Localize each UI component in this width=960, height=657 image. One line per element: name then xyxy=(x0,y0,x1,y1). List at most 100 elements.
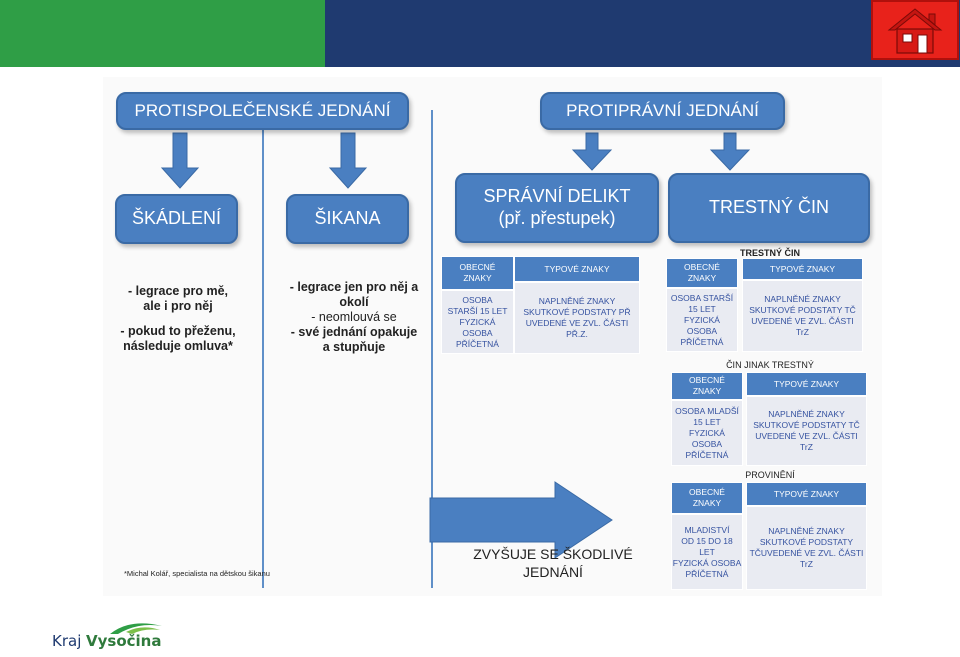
illegal-box: PROTIPRÁVNÍ JEDNÁNÍ xyxy=(540,92,785,130)
cell-text: OSOBA xyxy=(686,325,718,336)
cell-text: TrZ xyxy=(800,442,813,452)
cell-text: FYZICKÁ OSOBA xyxy=(672,557,742,568)
spravni-label-1: SPRÁVNÍ DELIKT xyxy=(483,186,631,207)
divider-line-1 xyxy=(262,130,264,588)
cell-text: FYZICKÁ xyxy=(689,427,725,438)
cell-text: TYPOVÉ ZNAKY xyxy=(773,378,840,389)
cell-text: OBECNÉ xyxy=(689,487,725,497)
header-green-band xyxy=(0,0,325,67)
skodleni-desc-line: následuje omluva* xyxy=(123,339,233,353)
cell-text: PŘ.Z. xyxy=(566,329,588,339)
cell-text: UVEDENÉ VE ZVL. ČÁSTI xyxy=(525,318,629,328)
spravni-label-2: (př. přestupek) xyxy=(498,208,616,228)
harm-text-line: JEDNÁNÍ xyxy=(523,564,583,580)
provineni-typical-body: NAPLNĚNÉ ZNAKY SKUTKOVÉ PODSTATY TČUVEDE… xyxy=(746,506,867,590)
sikana-desc-line: a stupňuje xyxy=(322,340,386,354)
cell-text: UVEDENÉ VE ZVL. ČÁSTI xyxy=(751,316,854,326)
home-icon xyxy=(887,8,943,54)
sikana-description: - legrace jen pro něj a okolí - neomlouv… xyxy=(276,280,432,355)
cell-text: UVEDENÉ VE ZVL. ČÁSTI xyxy=(755,431,858,441)
cell-text: OSOBA xyxy=(691,438,723,449)
cell-text: NAPLNĚNÉ ZNAKY xyxy=(768,409,845,419)
sikana-label: ŠIKANA xyxy=(314,208,381,229)
provineni-general-head: OBECNÉ ZNAKY xyxy=(671,482,743,514)
jinak-general-body: OSOBA MLADŠÍ 15 LET FYZICKÁ OSOBA PŘÍČET… xyxy=(671,400,743,466)
cell-text: MLADISTVÍ xyxy=(684,524,730,535)
jinak-typical-head: TYPOVÉ ZNAKY xyxy=(746,372,867,396)
skodleni-description: - legrace pro mě, ale i pro něj - pokud … xyxy=(108,284,248,354)
provineni-general-body: MLADISTVÍ OD 15 DO 18 LET FYZICKÁ OSOBA … xyxy=(671,514,743,590)
cell-text: ZNAKY xyxy=(687,273,717,283)
cell-text: PŘÍČETNÁ xyxy=(680,336,724,347)
provineni-typical-head: TYPOVÉ ZNAKY xyxy=(746,482,867,506)
cell-text: ZNAKY xyxy=(692,498,722,508)
spravni-typical-body: NAPLNĚNÉ ZNAKY SKUTKOVÉ PODSTATY PŘ UVED… xyxy=(514,282,640,354)
cell-text: TYPOVÉ ZNAKY xyxy=(773,488,840,499)
jinak-table-caption: ČIN JINAK TRESTNÝ xyxy=(726,360,814,370)
cell-text: SKUTKOVÉ PODSTATY xyxy=(759,537,854,547)
cell-text: TrZ xyxy=(800,559,813,569)
big-right-arrow xyxy=(429,481,613,559)
cell-text: OBECNÉ xyxy=(684,262,720,272)
cell-text: SKUTKOVÉ PODSTATY PŘ xyxy=(523,307,631,317)
kraj-vysocina-logo[interactable]: Kraj Vysočina xyxy=(52,618,162,654)
cell-text: NAPLNĚNÉ ZNAKY xyxy=(768,526,845,536)
sikana-desc-line: - neomlouvá se xyxy=(311,310,397,324)
skodleni-label: ŠKÁDLENÍ xyxy=(131,208,222,229)
trestny-box: TRESTNÝ ČIN xyxy=(668,173,870,243)
trestny-label: TRESTNÝ ČIN xyxy=(708,197,829,218)
trestny-table-caption: TRESTNÝ ČIN xyxy=(739,248,800,258)
jinak-typical-body: NAPLNĚNÉ ZNAKY SKUTKOVÉ PODSTATY TČ UVED… xyxy=(746,396,867,466)
spravni-box: SPRÁVNÍ DELIKT (př. přestupek) xyxy=(455,173,659,243)
sikana-desc-line: - své jednání opakuje xyxy=(290,325,418,339)
cell-text: TrZ xyxy=(796,327,809,337)
trestny-typical-body: NAPLNĚNÉ ZNAKY SKUTKOVÉ PODSTATY TČ UVED… xyxy=(742,280,863,352)
arrow-down-trestny xyxy=(709,132,751,171)
cell-text: PŘÍČETNÁ xyxy=(685,449,729,460)
cell-text: LET xyxy=(699,546,715,557)
cell-text: 15 LET xyxy=(693,416,721,427)
skodleni-desc-line: - pokud to přeženu, xyxy=(120,324,236,338)
cell-text: OD 15 DO 18 xyxy=(681,535,733,546)
arrow-down-sikana xyxy=(328,132,368,189)
skodleni-box: ŠKÁDLENÍ xyxy=(115,194,238,244)
home-button[interactable] xyxy=(871,0,959,60)
logo-text-kraj: Kraj xyxy=(52,632,82,650)
arrow-down-skodleni xyxy=(160,132,200,189)
cell-text: PŘÍČETNÁ xyxy=(685,568,729,579)
header-bar xyxy=(0,0,960,67)
divider-line-2 xyxy=(431,110,433,588)
cell-text: STARŠÍ 15 LET xyxy=(447,305,508,316)
sikana-desc-line: - legrace jen pro něj a xyxy=(289,280,419,294)
cell-text: OSOBA xyxy=(462,327,493,338)
harm-increase-text: ZVYŠUJE SE ŠKODLIVÉ JEDNÁNÍ xyxy=(468,545,638,581)
sikana-box: ŠIKANA xyxy=(286,194,409,244)
skodleni-desc-line: ale i pro něj xyxy=(143,299,213,313)
harm-text-line: ZVYŠUJE SE ŠKODLIVÉ xyxy=(473,546,633,562)
antisocial-box: PROTISPOLEČENSKÉ JEDNÁNÍ xyxy=(116,92,409,130)
antisocial-label: PROTISPOLEČENSKÉ JEDNÁNÍ xyxy=(134,101,391,120)
cell-text: FYZICKÁ xyxy=(459,316,496,327)
cell-text: OBECNÉ xyxy=(689,375,725,385)
cell-text: OSOBA STARŠÍ xyxy=(670,292,734,303)
arrow-down-spravni xyxy=(571,132,613,171)
logo-text-vysocina: Vysočina xyxy=(86,632,162,650)
logo-swoosh-icon xyxy=(110,623,162,634)
cell-text: SKUTKOVÉ PODSTATY TČ xyxy=(749,305,856,315)
spravni-general-head: OBECNÉ ZNAKY xyxy=(441,256,514,290)
spravni-general-body: OSOBA STARŠÍ 15 LET FYZICKÁ OSOBA PŘÍČET… xyxy=(441,290,514,354)
cell-text: TČUVEDENÉ VE ZVL. ČÁSTI xyxy=(749,548,864,558)
cell-text: ZNAKY xyxy=(692,386,722,396)
trestny-general-head: OBECNÉ ZNAKY xyxy=(666,258,738,288)
cell-text: OSOBA MLADŠÍ xyxy=(675,405,739,416)
trestny-typical-head: TYPOVÉ ZNAKY xyxy=(742,258,863,280)
jinak-general-head: OBECNÉ ZNAKY xyxy=(671,372,743,400)
cell-text: OBECNÉ xyxy=(459,262,496,272)
cell-text: NAPLNĚNÉ ZNAKY xyxy=(764,294,841,304)
provineni-table-caption: PROVINĚNÍ xyxy=(745,470,795,480)
footnote: *Michal Kolář, specialista na dětskou ši… xyxy=(124,569,270,578)
sikana-desc-line: okolí xyxy=(339,295,369,309)
spacer xyxy=(108,314,248,324)
cell-text: OSOBA xyxy=(462,294,493,305)
